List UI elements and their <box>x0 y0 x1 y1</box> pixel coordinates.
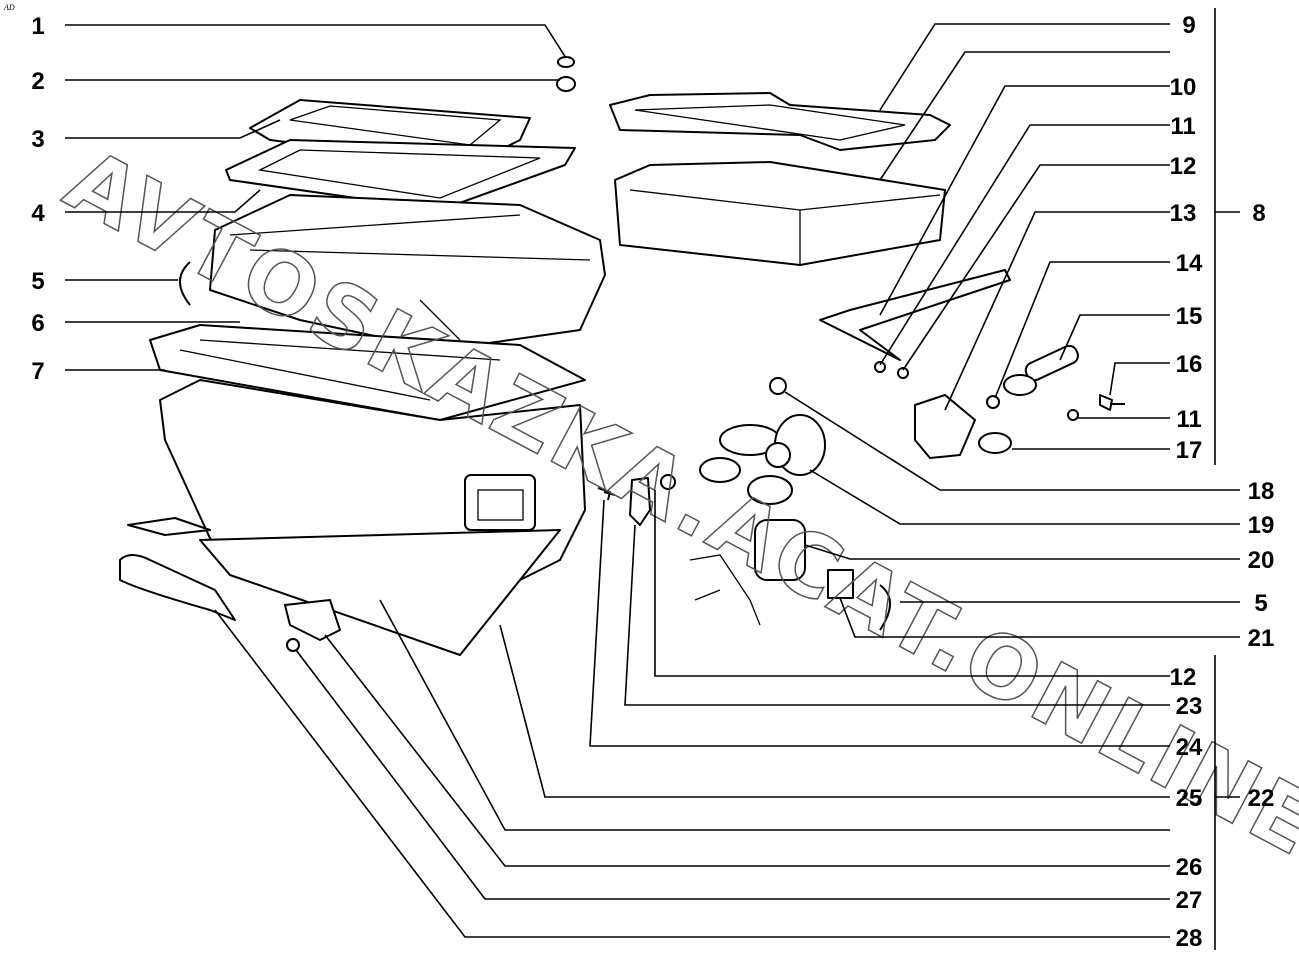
part-frame-9 <box>609 92 951 151</box>
callout-23: 23 <box>1176 693 1203 720</box>
corner-mark: AD <box>3 3 15 12</box>
callout-24: 24 <box>1176 734 1203 761</box>
part-motor-20 <box>689 519 806 626</box>
callout-20: 20 <box>1248 547 1275 574</box>
part-cap-nut-1 <box>556 56 576 92</box>
part-fan-19 <box>699 414 826 505</box>
callout-26: 26 <box>1176 854 1203 881</box>
leader-lines <box>65 8 1240 950</box>
part-radiator-10 <box>614 161 946 266</box>
callout-5b: 5 <box>1254 590 1267 617</box>
callout-9: 9 <box>1182 12 1195 39</box>
part-tube-14 <box>819 269 1011 361</box>
callout-12: 12 <box>1170 153 1197 180</box>
callout-12b: 12 <box>1170 664 1197 691</box>
part-bracket-26 <box>284 599 341 641</box>
part-screw-16 <box>1099 394 1125 411</box>
part-upper-housing <box>209 194 606 351</box>
callout-numbers: 1 2 3 4 5 6 7 9 10 11 12 13 8 14 15 16 1… <box>31 12 1274 952</box>
callout-8: 8 <box>1252 200 1265 227</box>
part-resistor-21 <box>827 569 854 599</box>
callout-5: 5 <box>31 268 44 295</box>
callout-18: 18 <box>1248 478 1275 505</box>
callout-7: 7 <box>31 358 44 385</box>
part-flange-17 <box>978 432 1012 454</box>
callout-28: 28 <box>1176 925 1203 952</box>
callout-22: 22 <box>1248 785 1275 812</box>
callout-3: 3 <box>31 126 44 153</box>
part-pipe-15 <box>1003 344 1079 396</box>
part-seal-23 <box>629 477 651 526</box>
callout-1: 1 <box>31 13 44 40</box>
part-lever-28 <box>119 517 236 621</box>
callout-4: 4 <box>31 200 45 227</box>
part-nut-18 <box>769 377 787 395</box>
callout-10: 10 <box>1170 74 1197 101</box>
callout-19: 19 <box>1248 512 1275 539</box>
callout-25: 25 <box>1176 785 1203 812</box>
callout-11b: 11 <box>1176 406 1201 433</box>
callout-11: 11 <box>1170 113 1195 140</box>
part-washer-12a <box>897 367 909 379</box>
callout-16: 16 <box>1176 351 1203 378</box>
part-nut-27 <box>286 638 300 652</box>
callout-15: 15 <box>1176 303 1203 330</box>
callout-27: 27 <box>1176 887 1203 914</box>
callout-17: 17 <box>1176 437 1203 464</box>
callout-21: 21 <box>1248 625 1275 652</box>
parts <box>119 56 1125 656</box>
part-clip-5b <box>879 584 891 631</box>
callout-13: 13 <box>1170 200 1197 227</box>
part-clip-5a <box>179 261 191 306</box>
part-nut-12b <box>660 474 676 490</box>
part-ring-14 <box>986 395 1000 409</box>
part-washer-11a <box>874 361 886 373</box>
callout-2: 2 <box>31 68 44 95</box>
part-valve-13 <box>914 394 976 459</box>
callout-6: 6 <box>31 310 44 337</box>
part-lower-housing <box>159 379 586 656</box>
part-washer-11b <box>1067 409 1079 421</box>
part-screw-24 <box>597 487 616 501</box>
callout-14: 14 <box>1176 250 1203 277</box>
part-gasket-4 <box>225 139 576 211</box>
